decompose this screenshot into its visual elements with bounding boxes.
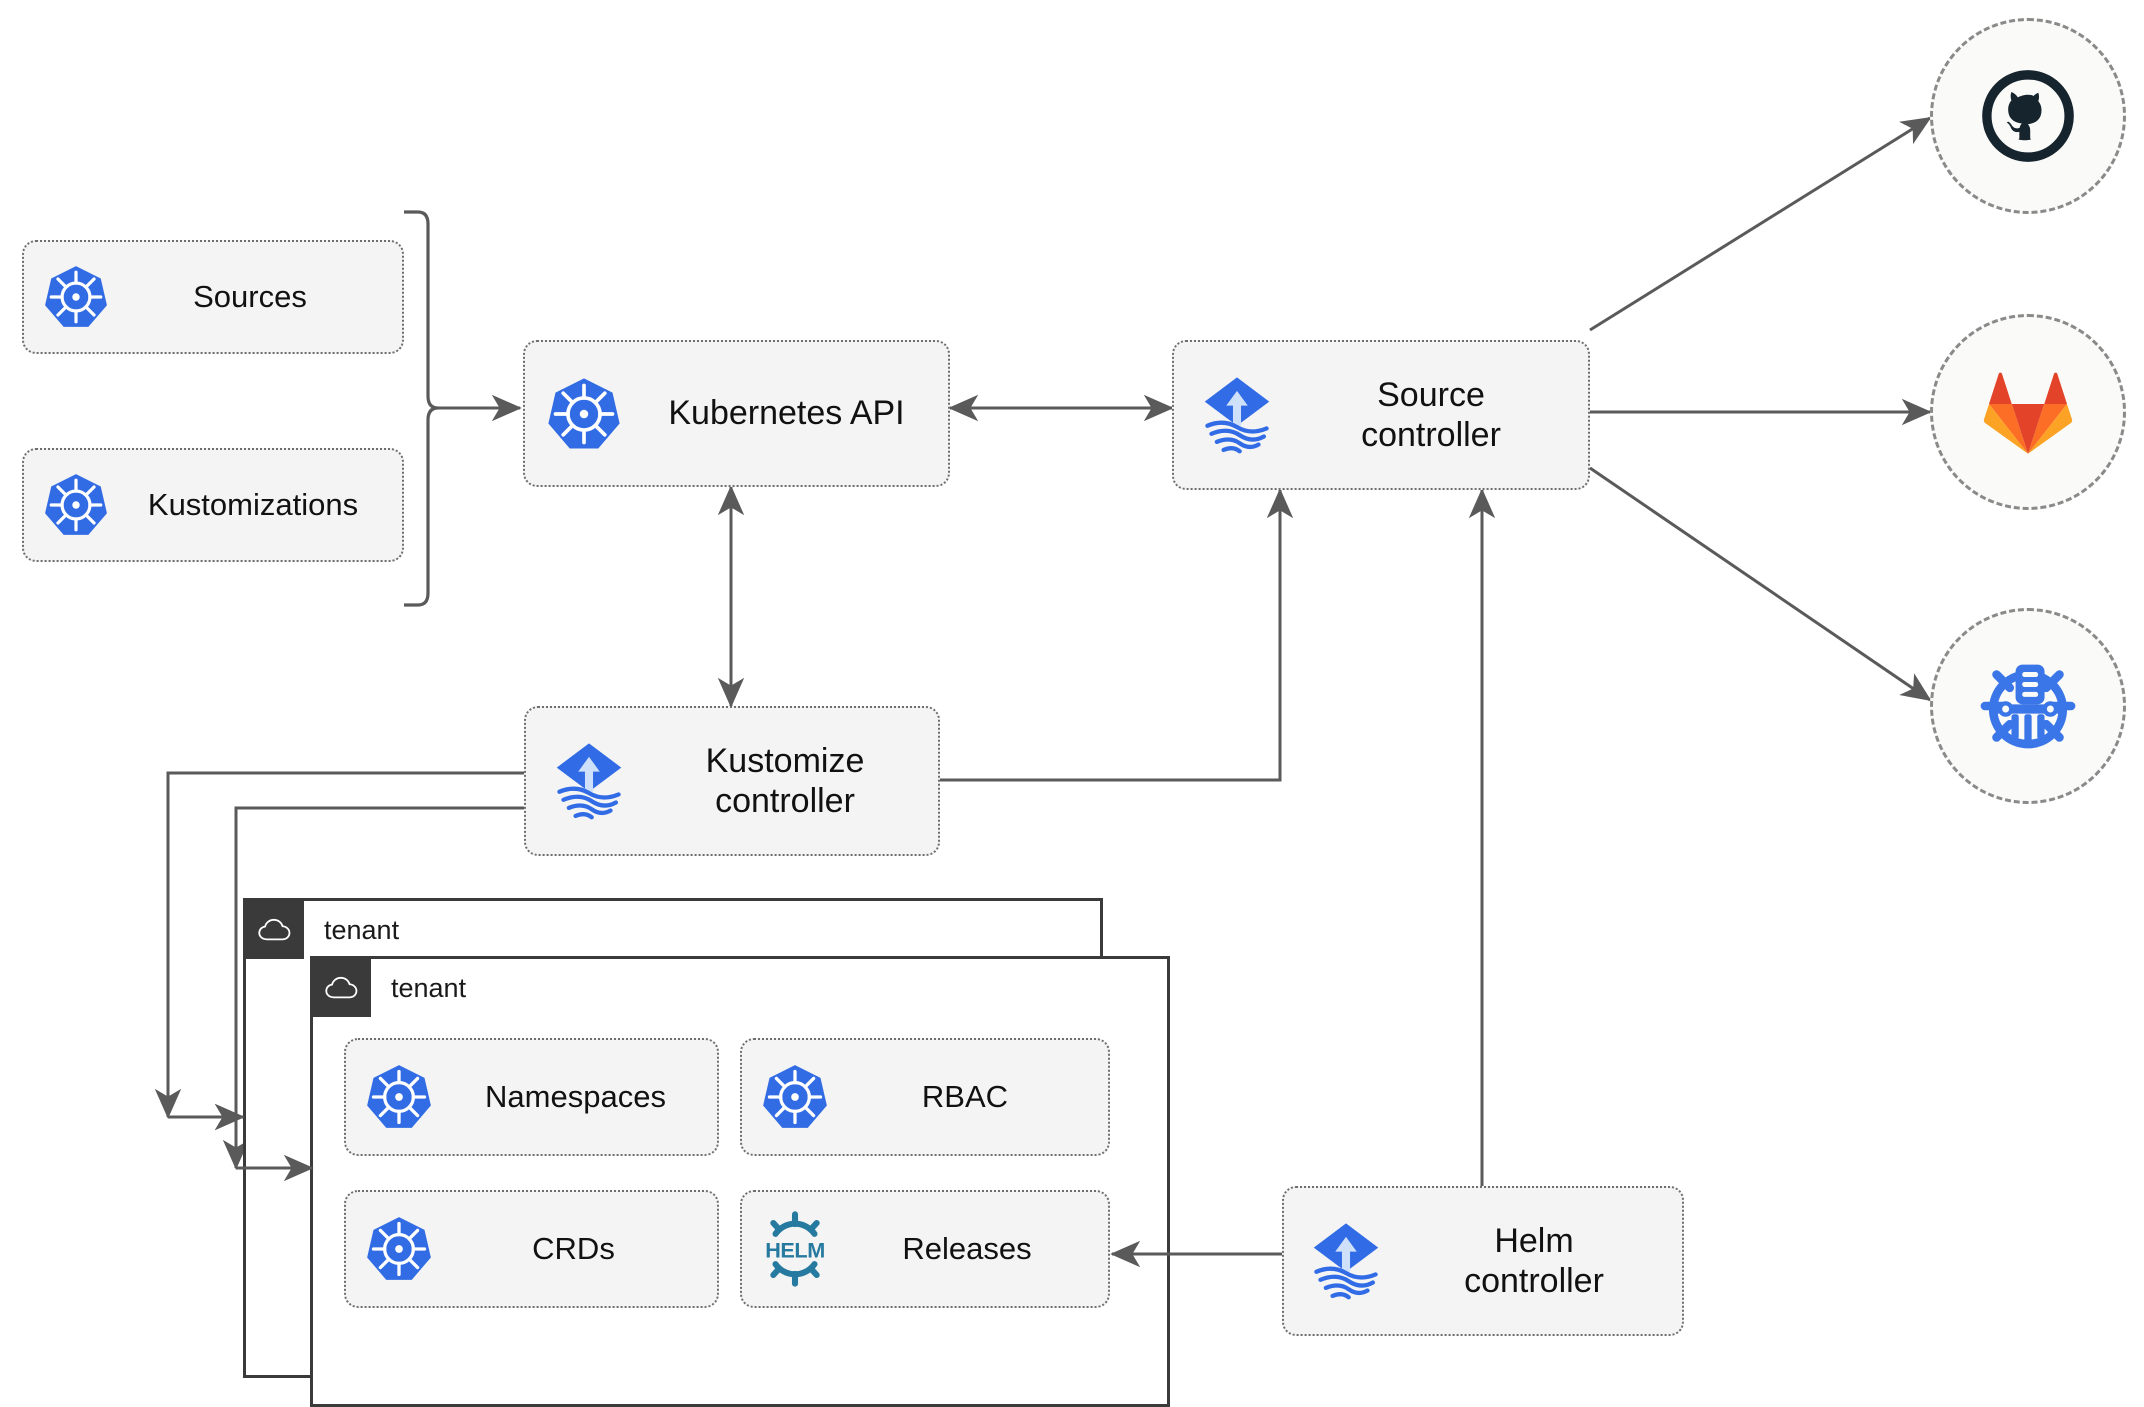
node-label: Source controller <box>1361 375 1501 454</box>
node-label: Helm controller <box>1464 1221 1604 1300</box>
helm-logo-icon: HELM <box>742 1210 848 1288</box>
tenant-label: tenant <box>324 914 400 945</box>
helm-repository-icon <box>1980 664 2076 749</box>
provider-helm-repository[interactable] <box>1930 608 2126 804</box>
node-source-controller[interactable]: Source controller <box>1172 340 1590 490</box>
node-rbac[interactable]: RBAC <box>740 1038 1110 1156</box>
svg-text:HELM: HELM <box>765 1238 825 1263</box>
node-sources[interactable]: Sources <box>22 240 404 354</box>
flux-icon <box>1174 372 1300 458</box>
node-namespaces[interactable]: Namespaces <box>344 1038 719 1156</box>
node-label: Kubernetes API <box>668 394 905 433</box>
node-label: CRDs <box>532 1230 615 1266</box>
provider-github[interactable] <box>1930 18 2126 214</box>
node-label: Sources <box>193 278 307 314</box>
gitlab-icon <box>1983 372 2073 454</box>
node-helm-controller[interactable]: Helm controller <box>1282 1186 1684 1336</box>
cloud-icon <box>246 901 304 959</box>
tenant-window-inner[interactable]: tenant <box>310 956 1170 1407</box>
cloud-icon <box>313 959 371 1017</box>
provider-gitlab[interactable] <box>1930 314 2126 510</box>
tenant-label: tenant <box>391 972 467 1003</box>
kubernetes-icon <box>346 1063 452 1131</box>
node-label: Kustomize controller <box>705 741 865 820</box>
flux-icon <box>1284 1218 1408 1304</box>
kubernetes-icon <box>346 1215 452 1283</box>
node-kustomize-controller[interactable]: Kustomize controller <box>524 706 940 856</box>
node-label: Namespaces <box>485 1078 666 1114</box>
kubernetes-icon <box>24 264 128 330</box>
kubernetes-icon <box>525 376 643 452</box>
kubernetes-icon <box>24 472 128 538</box>
node-releases[interactable]: HELM Releases <box>740 1190 1110 1308</box>
kubernetes-icon <box>742 1063 848 1131</box>
flux-icon <box>526 738 652 824</box>
node-label: Releases <box>902 1230 1032 1266</box>
node-kubernetes-api[interactable]: Kubernetes API <box>523 340 950 487</box>
github-icon <box>1982 70 2074 162</box>
node-crds[interactable]: CRDs <box>344 1190 719 1308</box>
node-label: RBAC <box>921 1078 1009 1114</box>
tenant-titlebar: tenant <box>313 959 466 1017</box>
tenant-titlebar: tenant <box>246 901 399 959</box>
node-label: Kustomizations <box>147 486 359 522</box>
node-kustomizations[interactable]: Kustomizations <box>22 448 404 562</box>
